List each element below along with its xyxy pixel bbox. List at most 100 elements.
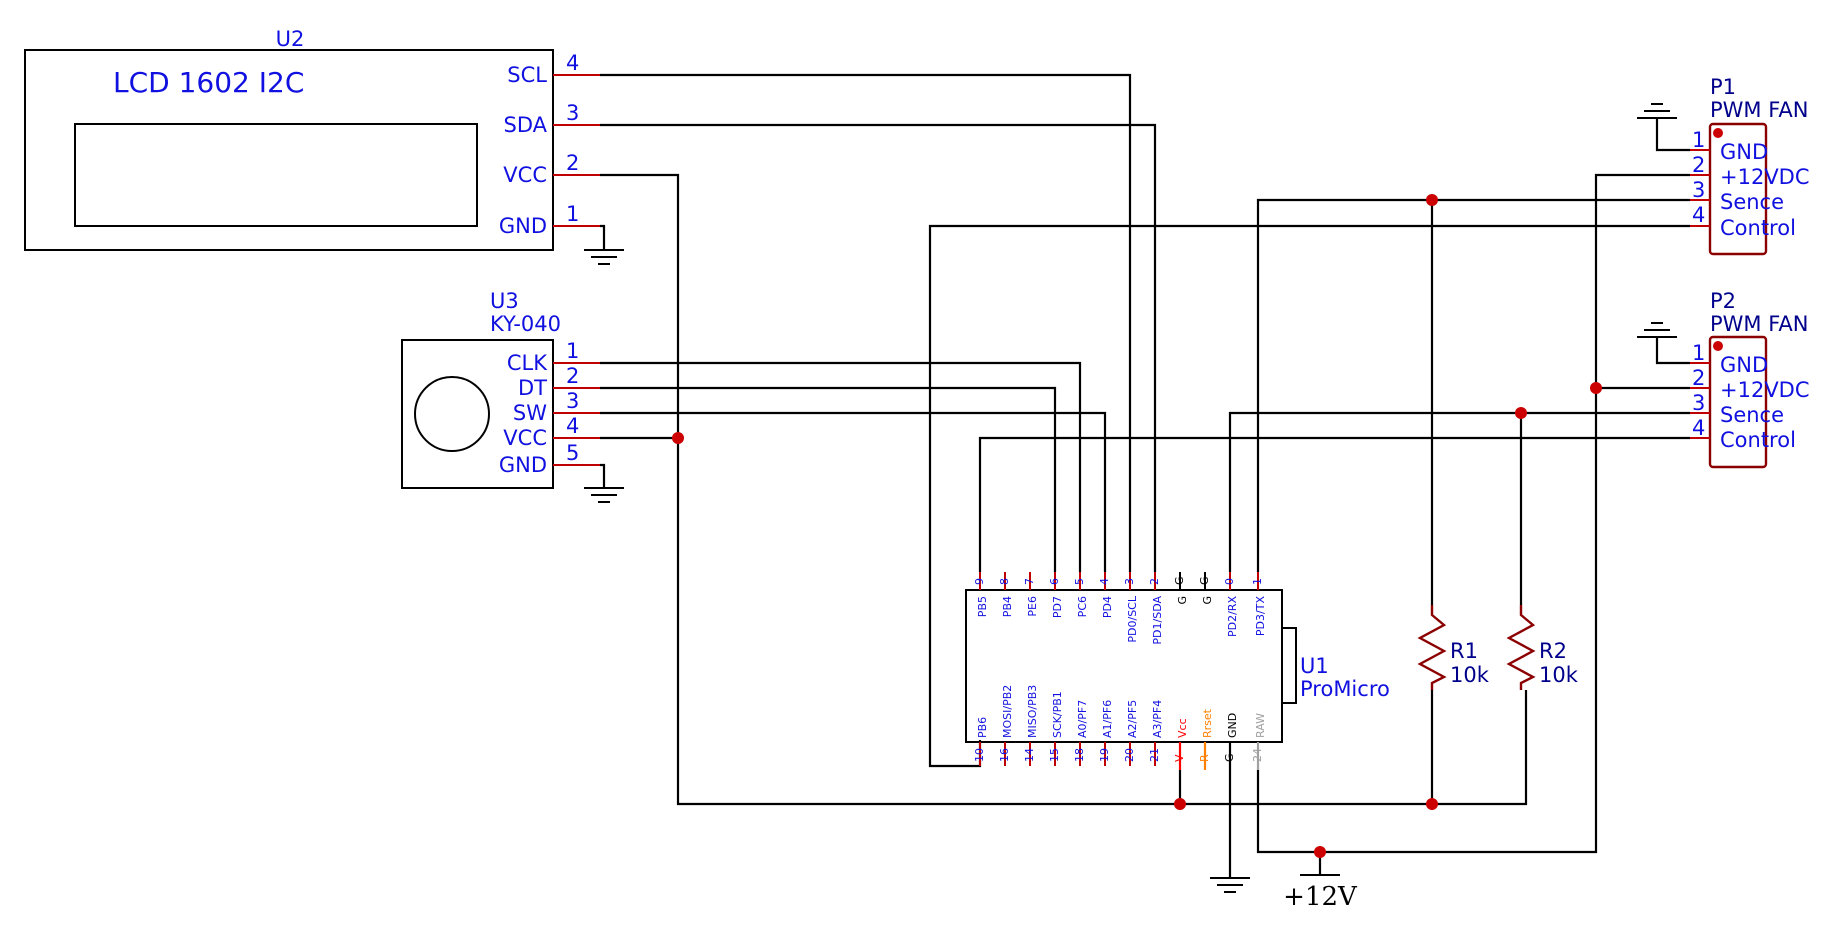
u1-value: ProMicro bbox=[1300, 677, 1390, 701]
u2-ref: U2 bbox=[276, 27, 305, 51]
p2-fan-connector[interactable]: P2 PWM FAN 1 2 3 4 GND +12VDC Sence Cont… bbox=[1690, 289, 1810, 469]
resistor-icon bbox=[1417, 605, 1447, 690]
u2-pin-label: VCC bbox=[503, 163, 547, 187]
ground-icon bbox=[1637, 103, 1677, 119]
u3-pin-label: CLK bbox=[507, 351, 548, 375]
wire-scl bbox=[600, 73, 1132, 572]
wire-sw bbox=[600, 411, 1107, 572]
wire-fan1-sense bbox=[1256, 198, 1690, 572]
u1-top-pin-label: PB5 bbox=[976, 596, 989, 617]
u3-pin-num: 2 bbox=[566, 364, 579, 388]
u1-top-pin-num: 7 bbox=[1023, 578, 1036, 585]
p1-pin-label: Control bbox=[1720, 216, 1796, 240]
u1-bottom-pin-label: Rrset bbox=[1201, 708, 1214, 738]
p2-pin-label: Sence bbox=[1720, 403, 1784, 427]
u1-top-pin-num: 8 bbox=[998, 578, 1011, 585]
u3-pin-num: 3 bbox=[566, 389, 579, 413]
u1-body bbox=[965, 589, 1283, 743]
p1-pin-label: +12VDC bbox=[1720, 165, 1810, 189]
junctions bbox=[672, 194, 1602, 858]
u1-top-pin-num: G bbox=[1198, 576, 1211, 585]
u3-pin-label: DT bbox=[518, 376, 547, 400]
u1-bottom-pin-label: GND bbox=[1226, 713, 1239, 738]
wire-12v bbox=[1256, 173, 1690, 854]
u1-bottom-pin-num: G bbox=[1223, 753, 1236, 762]
u1-bottom-pin-label: A3/PF4 bbox=[1151, 700, 1164, 738]
u3-pin-label: GND bbox=[499, 453, 547, 477]
u1-top-pin-label: PD4 bbox=[1101, 596, 1114, 618]
u1-top-pin-label: PD7 bbox=[1051, 596, 1064, 618]
u1-top-pin-num: 4 bbox=[1098, 578, 1111, 585]
r1-resistor[interactable]: R1 10k bbox=[1417, 605, 1490, 690]
p1-pin-num: 2 bbox=[1692, 153, 1705, 177]
power-label: +12V bbox=[1283, 882, 1358, 912]
u1-bottom-pin-num: 10 bbox=[973, 748, 986, 762]
u1-top-pin-num: 6 bbox=[1048, 578, 1061, 585]
p2-value: PWM FAN bbox=[1710, 312, 1808, 336]
wire-fan2-control bbox=[978, 436, 1690, 572]
u1-top-pin-num: 1 bbox=[1251, 578, 1264, 585]
junction-dot bbox=[1515, 407, 1527, 419]
r1-value: 10k bbox=[1450, 663, 1490, 687]
u1-bottom-pin-label: A1/PF6 bbox=[1101, 700, 1114, 738]
u3-value: KY-040 bbox=[490, 312, 561, 336]
pin1-marker-icon bbox=[1713, 128, 1723, 138]
p1-pin-num: 3 bbox=[1692, 178, 1705, 202]
junction-dot bbox=[672, 432, 684, 444]
u1-bottom-pin-label: A0/PF7 bbox=[1076, 700, 1089, 738]
junction-dot bbox=[1314, 846, 1326, 858]
p2-body bbox=[1708, 335, 1768, 469]
u1-bottom-pin-label: MOSI/PB2 bbox=[1001, 685, 1014, 738]
p2-pin-label: +12VDC bbox=[1720, 378, 1810, 402]
resistor-icon bbox=[1506, 605, 1536, 690]
p2-pin-num: 2 bbox=[1692, 366, 1705, 390]
p1-ref: P1 bbox=[1710, 75, 1736, 99]
wires bbox=[600, 73, 1690, 878]
u3-pin-num: 1 bbox=[566, 339, 579, 363]
p1-pin-num: 4 bbox=[1692, 203, 1705, 227]
r2-ref: R2 bbox=[1539, 639, 1567, 663]
u2-pin-num: 2 bbox=[566, 151, 579, 175]
u1-top-pin-label: PD2/RX bbox=[1226, 596, 1239, 637]
wire-ky040-gnd bbox=[600, 463, 606, 488]
pin1-marker-icon bbox=[1713, 341, 1723, 351]
u1-bottom-pin-num: 19 bbox=[1098, 748, 1111, 762]
r2-resistor[interactable]: R2 10k bbox=[1506, 605, 1579, 690]
u3-encoder[interactable]: U3 KY-040 1 2 3 4 5 CLK DT SW VCC GND bbox=[401, 289, 600, 489]
u1-top-pin-label: PD0/SCL bbox=[1126, 595, 1139, 642]
lcd-screen-icon bbox=[74, 123, 478, 227]
wire-fan2-gnd bbox=[1655, 337, 1690, 365]
wire-fan2-sense bbox=[1228, 411, 1690, 572]
u2-pin-label: SDA bbox=[504, 113, 548, 137]
u1-top-pin-label: PC6 bbox=[1076, 596, 1089, 617]
u1-bottom-pin-num: 24 bbox=[1251, 748, 1264, 762]
usb-connector-icon bbox=[1282, 627, 1297, 704]
u2-lcd[interactable]: U2 LCD 1602 I2C 4 3 2 1 SCL SDA VCC GND bbox=[24, 27, 600, 251]
u1-bottom-pin-label: Vcc bbox=[1176, 718, 1189, 738]
wire-vcc-lcd bbox=[600, 173, 1528, 806]
u1-promicro[interactable]: U1 ProMicro 9 8 7 6 5 4 3 2 G G 0 1 PB5 … bbox=[965, 572, 1390, 770]
u1-ref: U1 bbox=[1300, 654, 1329, 678]
p1-value: PWM FAN bbox=[1710, 98, 1808, 122]
u1-top-pin-label: PE6 bbox=[1026, 596, 1039, 617]
p2-pin-num: 4 bbox=[1692, 416, 1705, 440]
wire-lcd-gnd bbox=[600, 224, 606, 250]
u2-body bbox=[24, 49, 554, 251]
u2-pin-label: GND bbox=[499, 214, 547, 238]
u1-bottom-pin-label: SCK/PB1 bbox=[1051, 691, 1064, 738]
junction-dot bbox=[1174, 798, 1186, 810]
p1-body bbox=[1708, 122, 1768, 256]
u3-pin-label: SW bbox=[513, 401, 547, 425]
wire-clk bbox=[600, 361, 1082, 572]
u2-pin-num: 3 bbox=[566, 101, 579, 125]
u1-bottom-pin-label: PB6 bbox=[976, 717, 989, 738]
u1-bottom-pin-num: V bbox=[1173, 754, 1186, 762]
u1-top-pin-num: 9 bbox=[973, 578, 986, 585]
p1-fan-connector[interactable]: P1 PWM FAN 1 2 3 4 GND +12VDC Sence Cont… bbox=[1690, 75, 1810, 256]
power-12v-symbol: +12V bbox=[1283, 874, 1358, 912]
ground-icon bbox=[584, 487, 624, 503]
u1-top-pin-num: 2 bbox=[1148, 578, 1161, 585]
junction-dot bbox=[1426, 194, 1438, 206]
u2-pin-num: 4 bbox=[566, 51, 579, 75]
